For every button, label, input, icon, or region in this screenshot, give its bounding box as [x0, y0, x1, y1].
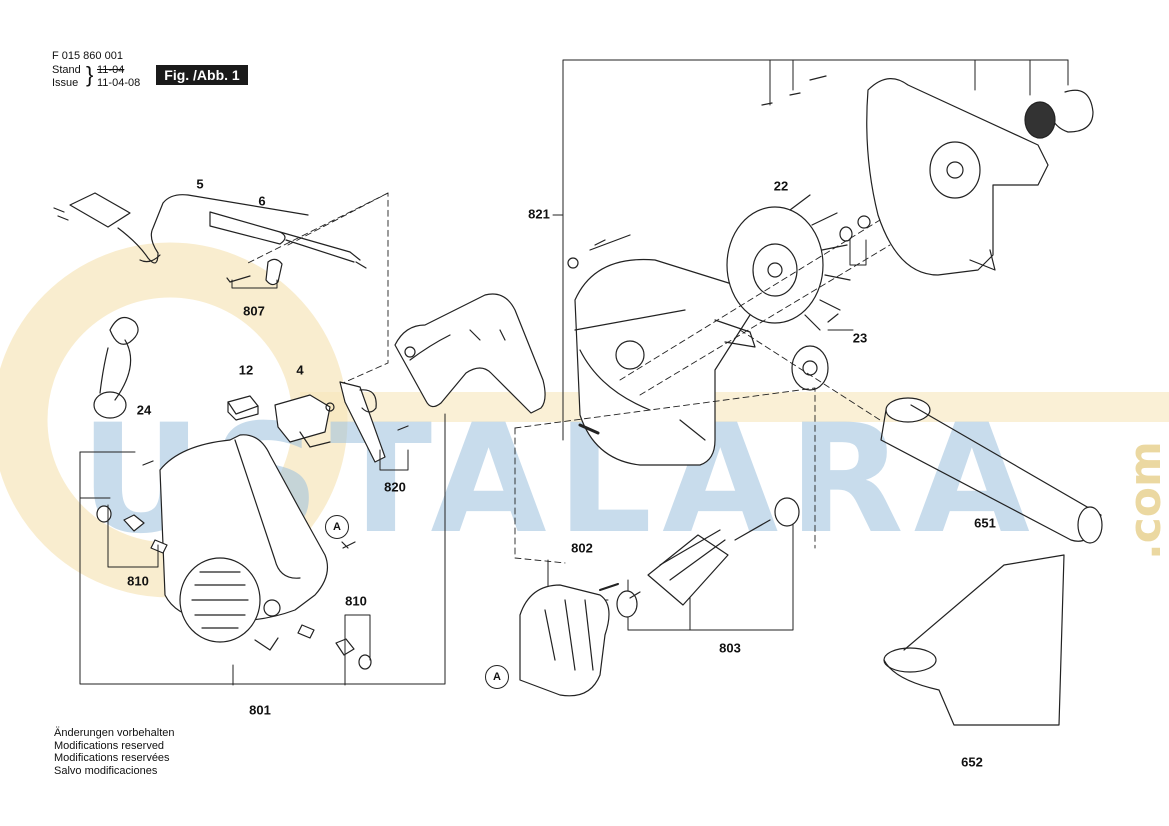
- label-6: 6: [258, 193, 266, 209]
- note-de: Änderungen vorbehalten: [54, 727, 175, 739]
- label-820: 820: [384, 479, 406, 495]
- armature-part: [616, 497, 800, 618]
- dashed-guides-right: [514, 219, 891, 564]
- stand-label: Stand: [52, 64, 81, 76]
- label-23: 23: [852, 330, 868, 346]
- brace: }: [86, 62, 94, 87]
- figure-badge: Fig. /Abb. 1: [156, 65, 248, 85]
- motor-housing-part: [159, 434, 328, 651]
- label-803: 803: [719, 640, 741, 656]
- label-801: 801: [249, 702, 271, 718]
- stand-date: 11-04: [97, 64, 125, 76]
- stator-part: [519, 583, 619, 697]
- label-22: 22: [773, 178, 789, 194]
- handle-cover-part: [394, 293, 546, 414]
- bracket-lines-left: [79, 279, 446, 686]
- label-24: 24: [136, 402, 152, 418]
- label-4: 4: [296, 362, 304, 378]
- issue-date: 11-04-08: [97, 77, 141, 89]
- part-12-block: [227, 395, 259, 421]
- note-es: Salvo modificaciones: [54, 764, 158, 777]
- label-807: 807: [243, 303, 265, 319]
- issue-label: Issue: [52, 77, 79, 89]
- label-810-left: 810: [127, 573, 149, 589]
- modification-notes: Änderungen vorbehalten Modifications res…: [54, 727, 174, 777]
- connector-a-top: A: [325, 515, 349, 539]
- switch-part-4: [274, 394, 335, 448]
- brush-parts: [96, 460, 372, 670]
- blower-housing-part: [567, 234, 756, 466]
- hanger-loop-part: [93, 316, 139, 419]
- connector-a-bottom: A: [485, 665, 509, 689]
- nozzle-652-part: [883, 554, 1065, 726]
- dashed-guides-left: [247, 192, 389, 384]
- label-652: 652: [961, 754, 983, 770]
- speed-control-part: [339, 381, 409, 463]
- rear-cover-part: [866, 78, 1049, 276]
- note-fr: Modifications reservées: [54, 752, 170, 764]
- fan-impeller-part: [726, 194, 851, 331]
- label-651: 651: [974, 515, 996, 531]
- washer-parts: [761, 75, 1094, 391]
- note-en: Modifications reserved: [54, 739, 165, 752]
- label-821: 821: [528, 206, 550, 222]
- label-810-right: 810: [345, 593, 367, 609]
- power-cord-part: [53, 192, 367, 269]
- label-12: 12: [238, 362, 254, 378]
- nozzle-651-part: [880, 397, 1103, 544]
- bracket-lines-right: [547, 59, 1069, 631]
- label-5: 5: [196, 176, 204, 192]
- label-802: 802: [571, 540, 593, 556]
- clamp-screw-part: [226, 258, 283, 286]
- doc-number: F 015 860 001: [52, 50, 123, 62]
